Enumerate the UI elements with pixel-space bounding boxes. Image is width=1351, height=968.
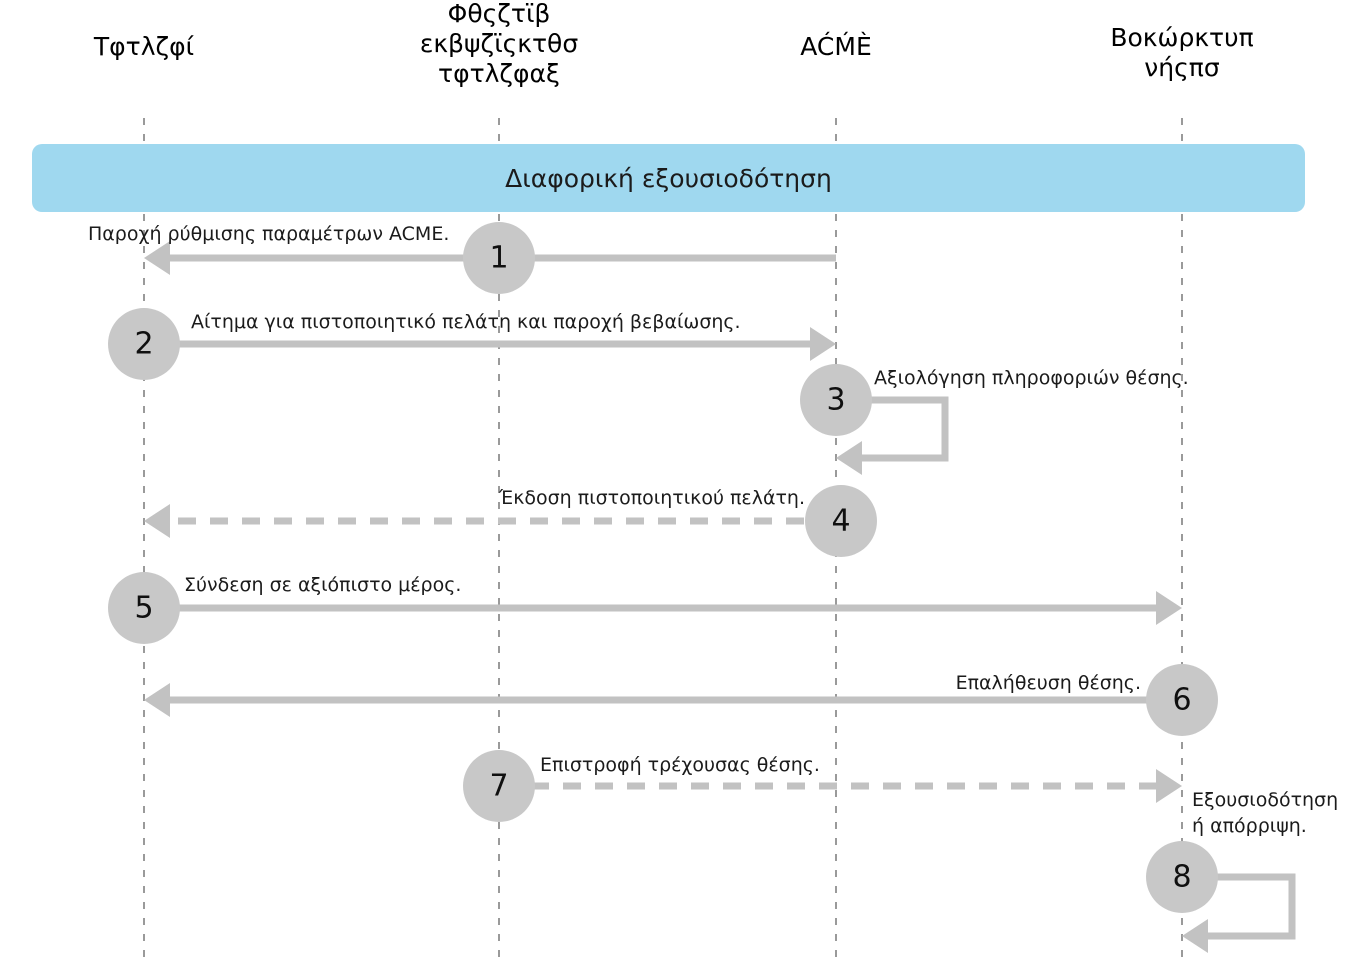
step-number-badge[interactable] [463, 750, 535, 822]
lifeline-header-line: εκβψζϊςκτθσ [420, 29, 579, 58]
message-label: Παροχή ρύθμισης παραμέτρων ACME. [88, 223, 449, 245]
step-number-badge[interactable] [463, 222, 535, 294]
message-label: Επαλήθευση θέσης. [956, 672, 1141, 694]
message-1: 1 Παροχή ρύθμισης παραμέτρων ACME. [88, 222, 836, 294]
message-arrowhead [1156, 769, 1182, 803]
lifeline-header-line: νήςπσ [1144, 53, 1220, 82]
message-arrowhead [836, 441, 862, 475]
lifeline-acme: AĆḾÈ [800, 31, 872, 966]
lifeline-header-line: Τφτλζφί [93, 32, 195, 61]
step-number-label: 5 [134, 591, 153, 626]
message-self-loop-path [1182, 873, 1296, 940]
step-number-badge[interactable] [108, 572, 180, 644]
step-number-label: 2 [134, 327, 153, 362]
message-7: 7 Επιστροφή τρέχουσας θέσης. [463, 750, 1182, 822]
lifeline-header-line: Βοκώρκτυπ [1110, 23, 1253, 52]
message-label: Αίτημα για πιστοποιητικό πελάτη και παρο… [191, 311, 741, 333]
messages-group: 1 Παροχή ρύθμισης παραμέτρων ACME. 2 Αίτημα… [88, 222, 1338, 953]
message-self-loop-path [836, 396, 949, 462]
step-number-badge[interactable] [108, 308, 180, 380]
title-banner-rect [32, 144, 1305, 212]
message-5: 5 Σύνδεση σε αξιόπιστο μέρος. [108, 572, 1182, 644]
step-number-label: 6 [1172, 683, 1191, 718]
step-number-label: 1 [489, 241, 508, 276]
lifeline-header-line: Φθςζτϊβ [448, 0, 551, 28]
message-arrowhead [144, 683, 170, 717]
message-arrowhead [1182, 919, 1208, 953]
message-label: Σύνδεση σε αξιόπιστο μέρος. [184, 574, 461, 596]
message-arrowhead [144, 241, 170, 275]
message-label-line: Εξουσιοδότηση [1192, 789, 1338, 811]
message-label: Επιστροφή τρέχουσας θέσης. [540, 754, 820, 776]
message-2: 2 Αίτημα για πιστοποιητικό πελάτη και παρ… [108, 308, 836, 380]
lifeline-header-line: τφτλζφαξ [438, 59, 560, 88]
message-6: 6 Επαλήθευση θέσης. [144, 664, 1218, 736]
step-number-badge[interactable] [1146, 841, 1218, 913]
step-number-badge[interactable] [800, 364, 872, 436]
message-arrowhead [810, 327, 836, 361]
message-label: Αξιολόγηση πληροφοριών θέσης. [874, 367, 1189, 389]
step-number-badge[interactable] [1146, 664, 1218, 736]
step-number-label: 8 [1172, 860, 1191, 895]
title-banner-label: Διαφορική εξουσιοδότηση [505, 164, 832, 193]
step-number-label: 3 [826, 383, 845, 418]
message-arrowhead [1156, 591, 1182, 625]
lifeline-header-line: AĆḾÈ [800, 31, 871, 61]
title-banner-group: Διαφορική εξουσιοδότηση [32, 144, 1305, 212]
message-label-line: ή απόρριψη. [1192, 815, 1307, 837]
message-label: Έκδοση πιστοποιητικού πελάτη. [498, 487, 805, 509]
message-8: 8 Εξουσιοδότηση ή απόρριψη. [1146, 789, 1338, 953]
step-number-label: 7 [489, 769, 508, 804]
lifeline-client: Τφτλζφί [93, 32, 195, 966]
step-number-label: 4 [831, 504, 850, 539]
lifeline-header-acme: AĆḾÈ [800, 31, 871, 61]
message-arrowhead [144, 504, 170, 538]
step-number-badge[interactable] [805, 485, 877, 557]
message-4: 4 Έκδοση πιστοποιητικού πελάτη. [144, 485, 877, 557]
message-3: 3 Αξιολόγηση πληροφοριών θέσης. [800, 364, 1189, 475]
lifeline-header-client: Τφτλζφί [93, 32, 195, 61]
